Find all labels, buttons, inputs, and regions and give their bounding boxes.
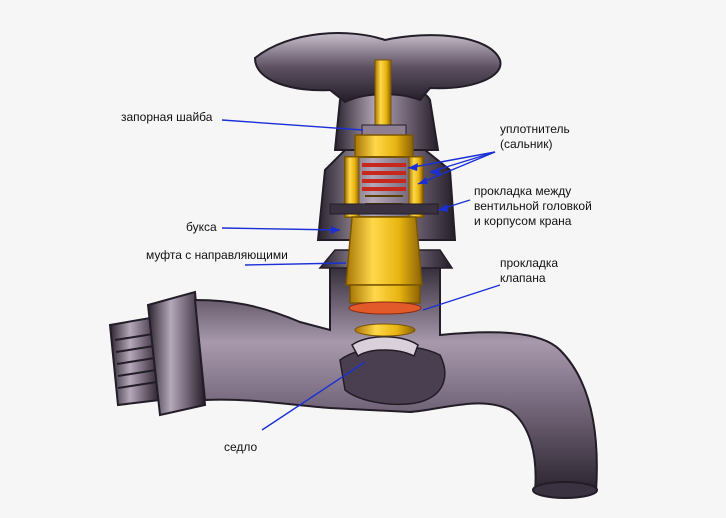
label-sedlo: седло <box>224 440 258 454</box>
label-zapornaya-shaiba: запорная шайба <box>121 110 213 124</box>
leader-sedlo <box>261 361 366 431</box>
leader-zapornaya-shaiba <box>221 119 364 131</box>
label-prokladka-mezhdu: прокладка между вентильной головкой и ко… <box>474 184 592 228</box>
inner-cavity <box>339 345 446 406</box>
valve-gasket <box>348 301 422 315</box>
valve-seat-ring <box>354 323 416 337</box>
label-mufta: муфта с направляющими <box>146 248 288 262</box>
leader-lines <box>221 119 501 431</box>
label-uplotnitel: уплотнитель (сальник) <box>500 122 570 151</box>
hex-nut <box>146 290 207 417</box>
leader-buksa <box>221 227 341 231</box>
faucet-body <box>108 249 598 499</box>
spout-opening <box>532 481 598 499</box>
head-gasket <box>329 203 439 215</box>
label-prokladka-klapana: прокладка клапана <box>500 256 559 285</box>
packing-seal <box>362 163 406 191</box>
bushing-walls <box>344 156 424 218</box>
inlet-threads <box>114 333 158 389</box>
valve-seat <box>351 336 419 358</box>
leader-uplotnitel-2 <box>417 151 496 185</box>
leader-uplotnitel-3 <box>429 151 496 173</box>
spindle-assembly <box>329 59 439 337</box>
leader-mufta <box>244 262 347 266</box>
guide-sleeve <box>345 216 423 286</box>
leader-arrowheads <box>331 163 448 234</box>
label-buksa: букса <box>186 220 217 234</box>
leader-uplotnitel-1 <box>407 151 496 169</box>
valve-plug <box>349 284 421 304</box>
leader-prokladka-klapana <box>422 284 501 311</box>
gland-nut <box>354 134 414 158</box>
locking-washer <box>361 124 407 136</box>
